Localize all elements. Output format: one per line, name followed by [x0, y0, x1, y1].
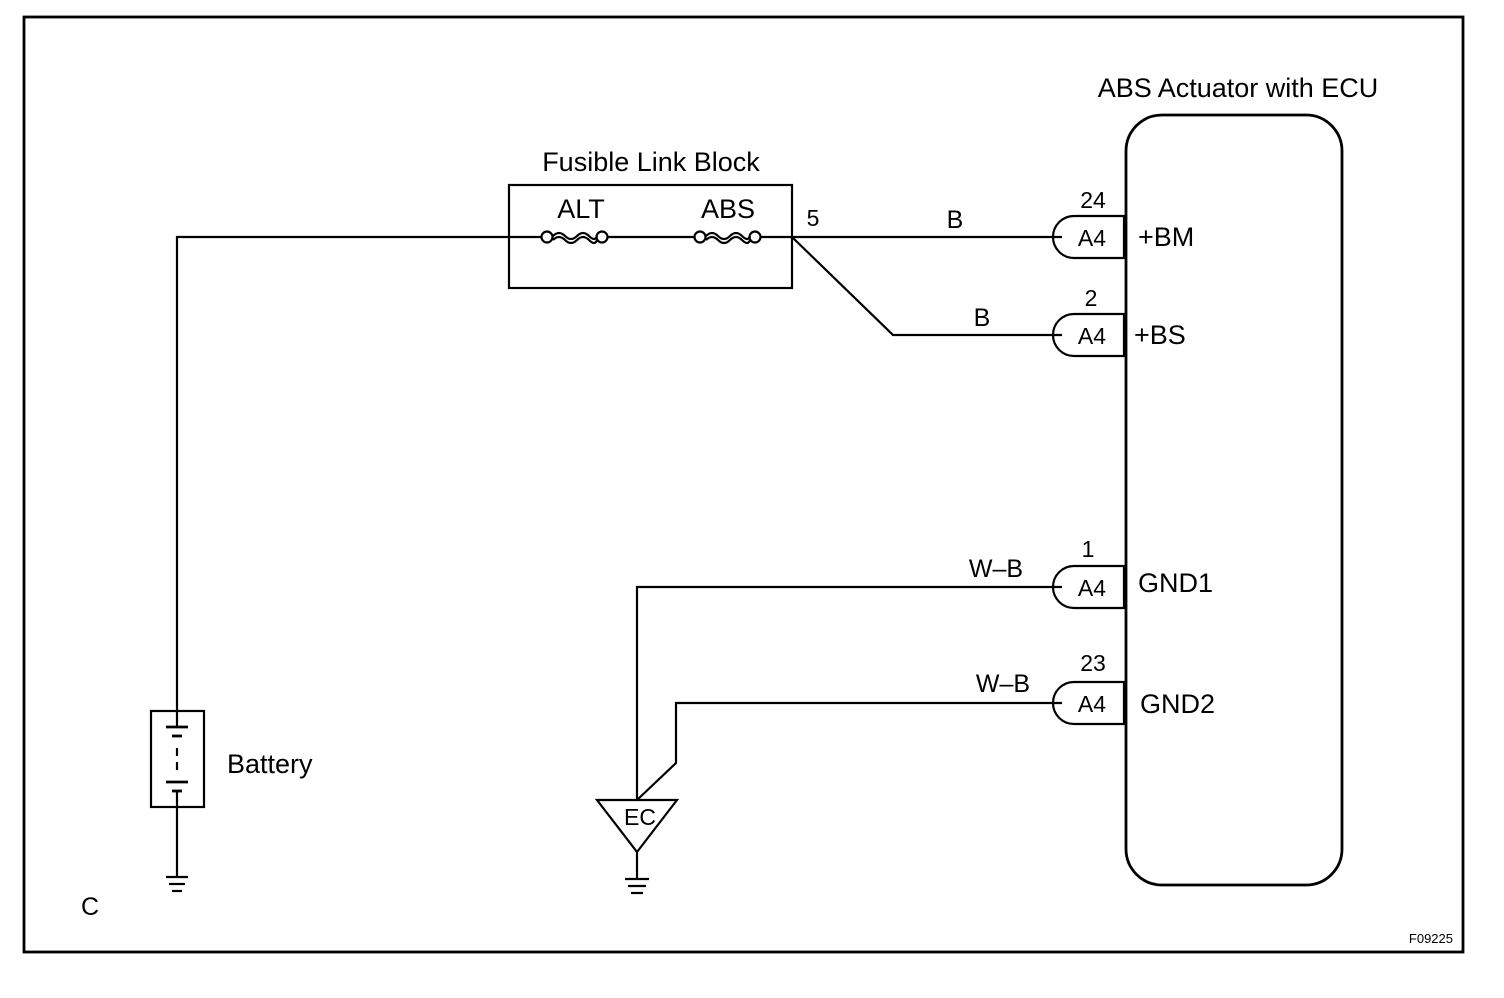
- wire-battery-to-alt: [175, 235, 541, 712]
- connector-pin: 1: [1082, 536, 1095, 562]
- fuse-abs-symbol: [693, 230, 762, 245]
- fuse-abs-label: ABS: [701, 194, 755, 224]
- wire-color-label: B: [974, 304, 991, 332]
- wire-color-label: B: [947, 206, 964, 234]
- connector-code: A4: [1078, 575, 1106, 601]
- connector-code: A4: [1078, 225, 1106, 251]
- ground-point-label: EC: [624, 804, 656, 830]
- connector-gnd1: A4 1 GND1 W–B: [969, 536, 1213, 610]
- ecu-box: [1124, 113, 1344, 887]
- wire-color-label: W–B: [976, 670, 1030, 698]
- diagram-frame: [22, 15, 1465, 954]
- connector-code: A4: [1078, 323, 1106, 349]
- ground-point-ec-icon: [594, 798, 680, 895]
- ecu-label: ABS Actuator with ECU: [1098, 73, 1379, 103]
- connector-pin: 23: [1080, 650, 1106, 676]
- terminal-label: GND2: [1140, 689, 1215, 719]
- fuse-alt-label: ALT: [557, 194, 605, 224]
- figure-code: F09225: [1409, 931, 1453, 946]
- terminal-label: GND1: [1138, 568, 1213, 598]
- connector-gnd2: A4 23 GND2 W–B: [976, 650, 1215, 726]
- wire-gnd2: [636, 701, 1062, 801]
- terminal-label: +BM: [1138, 222, 1194, 252]
- battery-symbol: [149, 709, 206, 809]
- fuse-block-pin: 5: [807, 205, 820, 231]
- connector-code: A4: [1078, 691, 1106, 717]
- fusible-link-block-label: Fusible Link Block: [542, 147, 760, 177]
- wire-color-label: W–B: [969, 555, 1023, 583]
- connector-bm: A4 24 +BM B: [947, 187, 1194, 260]
- wire-gnd1: [635, 585, 1062, 800]
- connector-pin: 2: [1085, 285, 1098, 311]
- connector-bs: A4 2 +BS B: [974, 285, 1186, 358]
- battery-ground-icon: [166, 807, 188, 893]
- connector-pin: 24: [1080, 187, 1106, 213]
- fuse-alt-symbol: [540, 230, 609, 245]
- battery-label: Battery: [227, 749, 313, 779]
- terminal-label: +BS: [1134, 320, 1186, 350]
- corner-label: C: [81, 893, 99, 921]
- wire-bs: [791, 236, 1062, 337]
